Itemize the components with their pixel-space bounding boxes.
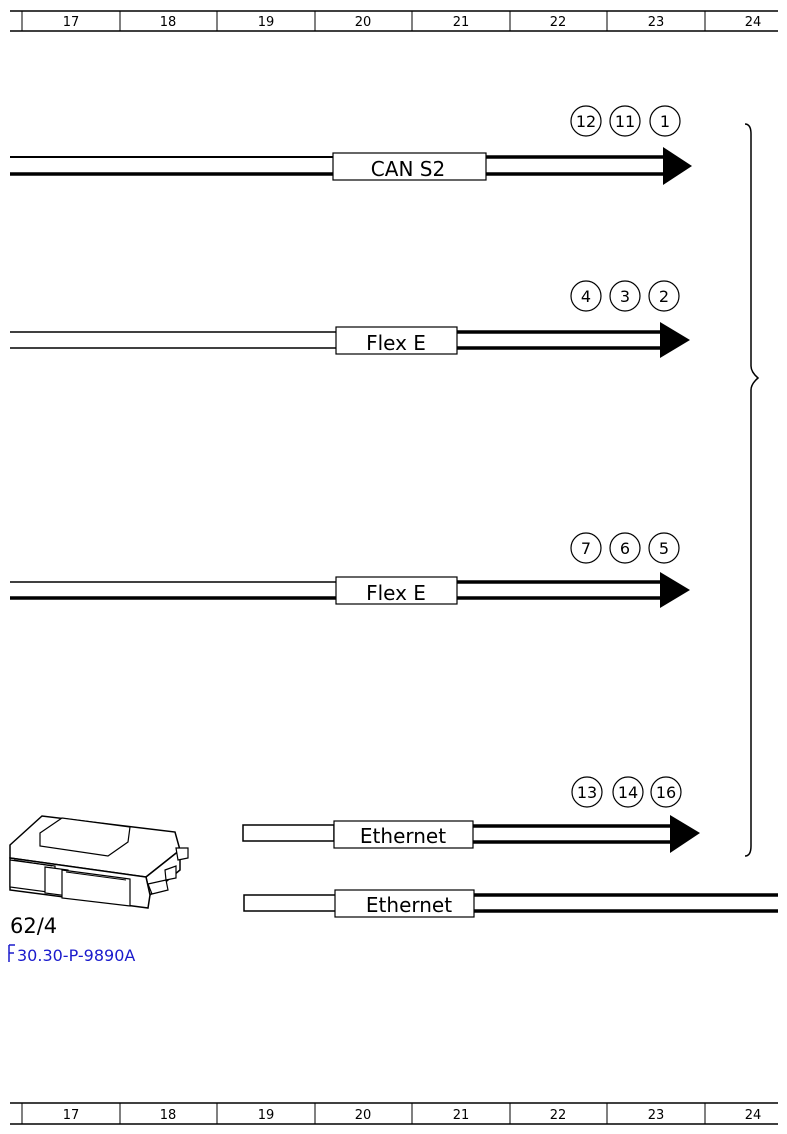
bus-label: Ethernet xyxy=(366,893,452,917)
right-brace-icon xyxy=(744,123,760,857)
connector-number: 5 xyxy=(659,539,669,558)
bus-ethernet-1: Ethernet 13 14 16 xyxy=(242,776,700,853)
connector-number: 16 xyxy=(656,783,676,802)
top-ruler-dividers xyxy=(21,11,706,31)
connector-number: 4 xyxy=(581,287,591,306)
connector-marker[interactable] xyxy=(609,532,641,564)
arrow-head-icon xyxy=(660,572,690,608)
connector-number: 1 xyxy=(660,112,670,131)
connector-marker[interactable] xyxy=(609,280,641,312)
bottom-ruler-col-19: 19 xyxy=(258,1108,275,1123)
connector-marker[interactable] xyxy=(650,776,682,808)
connector-marker[interactable] xyxy=(648,280,680,312)
bottom-ruler-col-18: 18 xyxy=(160,1108,177,1123)
top-ruler-col-18: 18 xyxy=(160,15,177,30)
bus-label-box xyxy=(334,889,475,918)
connector-marker[interactable] xyxy=(609,105,641,137)
bus-label: CAN S2 xyxy=(371,157,445,181)
connector-number: 3 xyxy=(620,287,630,306)
connector-number: 7 xyxy=(581,539,591,558)
ethernet-stub xyxy=(243,894,337,912)
arrow-head-icon xyxy=(663,147,692,185)
bottom-ruler-col-21: 21 xyxy=(453,1108,470,1123)
connector-group: 7 6 5 xyxy=(570,532,680,564)
top-ruler-col-23: 23 xyxy=(648,15,665,30)
top-ruler-col-24: 24 xyxy=(745,15,762,30)
bus-label-box xyxy=(332,152,487,181)
top-ruler-col-21: 21 xyxy=(453,15,470,30)
ethernet-stub xyxy=(242,824,335,842)
device-id: 62/4 xyxy=(10,914,57,938)
connector-number: 12 xyxy=(576,112,596,131)
connector-marker[interactable] xyxy=(570,105,602,137)
device-reference-link[interactable]: 30.30-P-9890A xyxy=(17,946,135,965)
bottom-ruler-dividers xyxy=(21,1103,706,1124)
connector-marker[interactable] xyxy=(570,280,602,312)
arrow-head-icon xyxy=(660,322,690,358)
bus-label: Ethernet xyxy=(360,824,446,848)
bottom-ruler: 17 18 19 20 21 22 23 24 xyxy=(10,1102,778,1125)
top-ruler-col-22: 22 xyxy=(550,15,567,30)
connector-marker[interactable] xyxy=(571,776,603,808)
bottom-ruler-col-20: 20 xyxy=(355,1108,372,1123)
bottom-ruler-col-24: 24 xyxy=(745,1108,762,1123)
bus-can-s2: CAN S2 12 11 1 xyxy=(10,105,692,185)
control-unit-icon[interactable] xyxy=(9,815,189,909)
connector-number: 11 xyxy=(615,112,635,131)
bottom-ruler-col-23: 23 xyxy=(648,1108,665,1123)
arrow-head-icon xyxy=(670,815,700,853)
connector-number: 13 xyxy=(577,783,597,802)
top-ruler-col-20: 20 xyxy=(355,15,372,30)
connector-marker[interactable] xyxy=(649,105,681,137)
bus-label: Flex E xyxy=(366,581,426,605)
bus-label: Flex E xyxy=(366,331,426,355)
bottom-ruler-col-22: 22 xyxy=(550,1108,567,1123)
bus-label-box xyxy=(335,576,458,605)
connector-number: 14 xyxy=(618,783,638,802)
bottom-ruler-col-17: 17 xyxy=(63,1108,80,1123)
connector-marker[interactable] xyxy=(612,776,644,808)
top-ruler-col-17: 17 xyxy=(63,15,80,30)
bus-flex-e-1: Flex E 4 3 2 xyxy=(10,280,690,358)
bus-label-box xyxy=(335,326,458,355)
connector-group: 12 11 1 xyxy=(570,105,681,137)
bus-label-box xyxy=(333,820,474,849)
connector-group: 13 14 16 xyxy=(571,776,682,808)
connector-number: 6 xyxy=(620,539,630,558)
top-ruler: 17 18 19 20 21 22 23 24 xyxy=(10,10,778,32)
connector-marker[interactable] xyxy=(648,532,680,564)
connector-number: 2 xyxy=(659,287,669,306)
connector-marker[interactable] xyxy=(570,532,602,564)
top-ruler-col-19: 19 xyxy=(258,15,275,30)
bus-ethernet-2: Ethernet xyxy=(243,889,778,918)
bus-flex-e-2: Flex E 7 6 5 xyxy=(10,532,690,608)
connector-group: 4 3 2 xyxy=(570,280,680,312)
